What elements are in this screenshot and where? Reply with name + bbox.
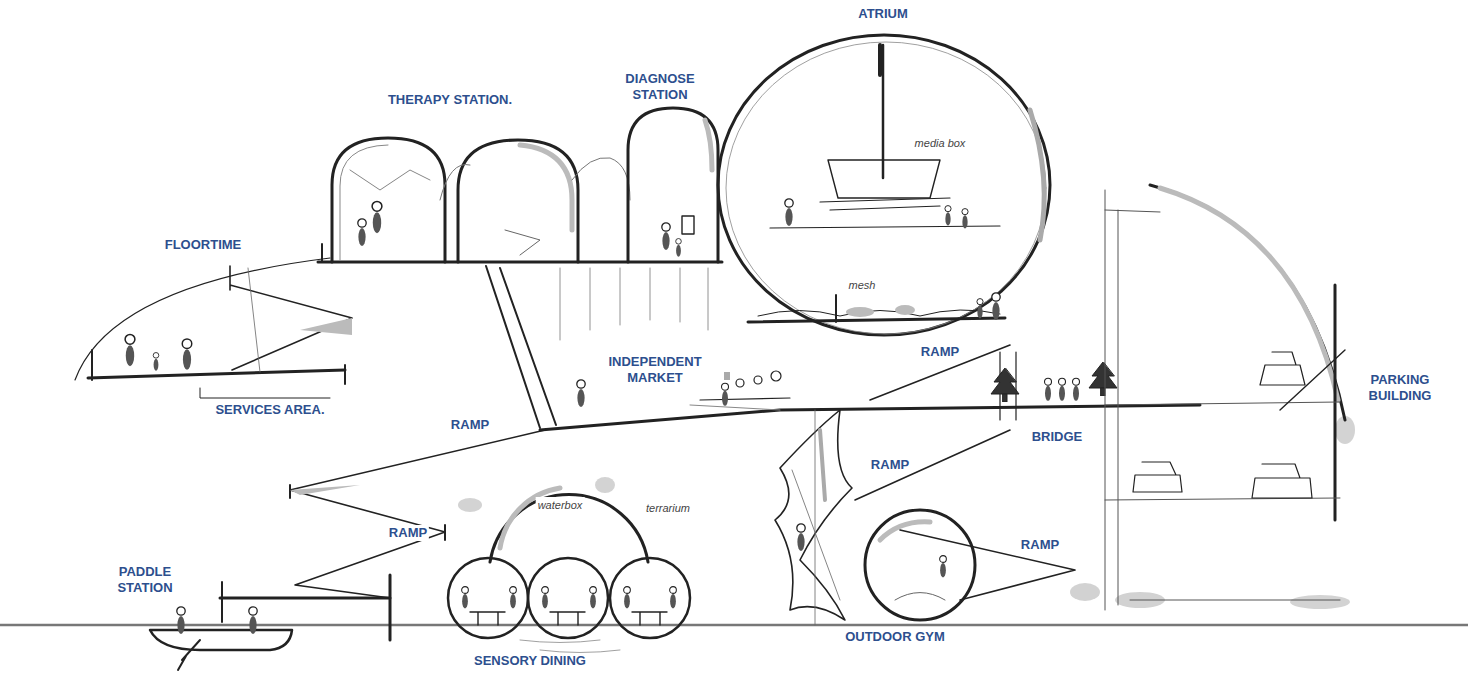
annotation-label: PADDLE STATION (101, 564, 190, 596)
annotation-label: BRIDGE (1030, 429, 1085, 445)
annotation-label: RAMP (869, 457, 911, 473)
annotation-label: media box (913, 135, 968, 151)
annotation-label: waterbox (536, 497, 585, 513)
annotation-label: INDEPENDENT MARKET (601, 354, 710, 386)
annotation-label: THERAPY STATION. (386, 92, 514, 108)
annotation-label: RAMP (919, 344, 961, 360)
annotation-label: mesh (847, 277, 878, 293)
annotation-label: DIAGNOSE STATION (618, 71, 702, 103)
annotation-label: SERVICES AREA. (213, 402, 326, 418)
annotation-label: RAMP (1019, 537, 1061, 553)
annotation-label: SENSORY DINING (472, 653, 588, 669)
annotation-label: PARKING BUILDING (1351, 372, 1450, 404)
annotation-label: RAMP (387, 525, 429, 541)
annotation-label: FLOORTIME (163, 237, 244, 253)
annotation-label: ATRIUM (856, 6, 910, 22)
annotation-label: terrarium (644, 500, 692, 516)
annotation-label: RAMP (449, 417, 491, 433)
annotation-label: OUTDOOR GYM (843, 629, 947, 645)
